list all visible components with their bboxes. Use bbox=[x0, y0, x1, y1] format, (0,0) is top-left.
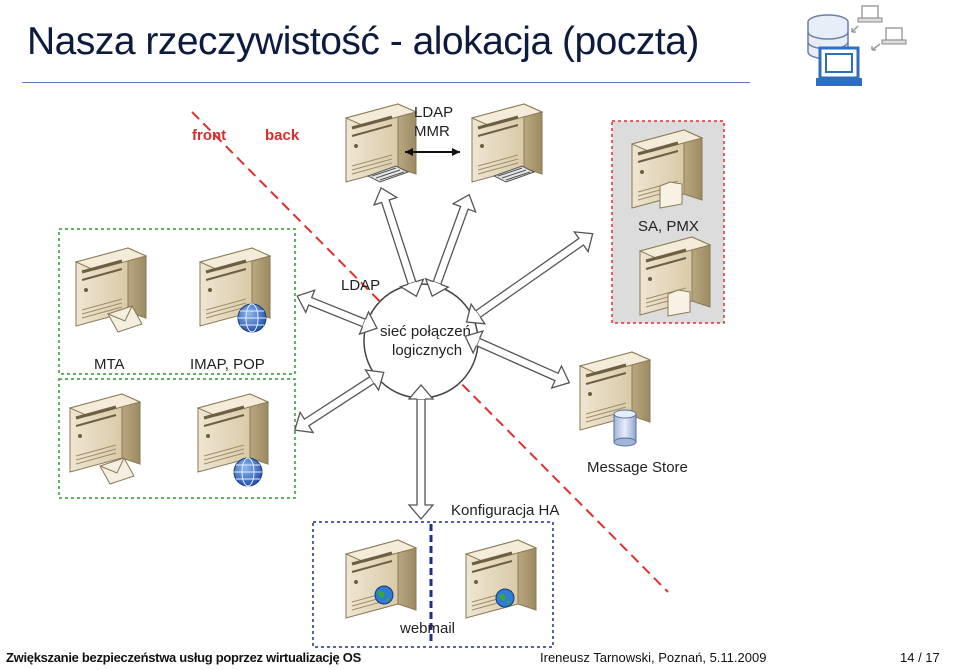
webmail-label: webmail bbox=[399, 620, 455, 637]
arrow-front-group-2 bbox=[294, 375, 376, 434]
ldap-server-right bbox=[470, 102, 544, 184]
mta-server-1 bbox=[74, 246, 148, 333]
sa-pmx-server-1 bbox=[630, 128, 704, 210]
center-label-line1: sieć połączeń bbox=[380, 323, 471, 340]
imap-server-2 bbox=[196, 392, 270, 487]
arrow-ldap-right bbox=[432, 193, 477, 286]
webmail-server-1 bbox=[344, 538, 418, 620]
arrow-front-group-1 bbox=[296, 289, 367, 328]
ldap-mmr-label-line1: LDAP bbox=[414, 104, 453, 121]
arrow-message-store bbox=[475, 337, 571, 389]
imap-pop-label: IMAP, POP bbox=[190, 356, 265, 373]
ldap-mmr-label-line2: MMR bbox=[414, 123, 450, 140]
title-underline bbox=[22, 82, 750, 83]
back-label: back bbox=[265, 127, 300, 144]
ldap-label: LDAP bbox=[341, 277, 380, 294]
ha-box bbox=[312, 521, 554, 648]
footer-author-date: Ireneusz Tarnowski, Poznań, 5.11.2009 bbox=[540, 650, 767, 665]
front-group-box-1 bbox=[58, 228, 296, 375]
slide-title: Nasza rzeczywistość - alokacja (poczta) bbox=[27, 20, 699, 63]
front-group-box-2 bbox=[58, 378, 296, 499]
corner-logo-icon bbox=[807, 5, 907, 86]
front-label: front bbox=[192, 127, 226, 144]
imap-server-1 bbox=[198, 246, 272, 333]
connection-arrows bbox=[294, 186, 594, 520]
mta-server-2 bbox=[68, 392, 142, 485]
sa-pmx-label: SA, PMX bbox=[638, 218, 699, 235]
message-store-label: Message Store bbox=[587, 459, 688, 476]
footer-presentation-title: Zwiększanie bezpieczeństwa usług poprzez… bbox=[6, 650, 361, 665]
arrow-sa-pmx bbox=[474, 231, 594, 319]
footer-page-number: 14 / 17 bbox=[900, 650, 940, 665]
ldap-server-left bbox=[344, 102, 418, 184]
center-label-line2: logicznych bbox=[392, 342, 462, 359]
webmail-server-2 bbox=[464, 538, 538, 620]
arrow-webmail bbox=[407, 398, 435, 520]
mta-label: MTA bbox=[94, 356, 125, 373]
message-store-server bbox=[578, 350, 652, 447]
arrow-ldap-left bbox=[372, 186, 417, 286]
ha-label: Konfiguracja HA bbox=[451, 502, 559, 519]
